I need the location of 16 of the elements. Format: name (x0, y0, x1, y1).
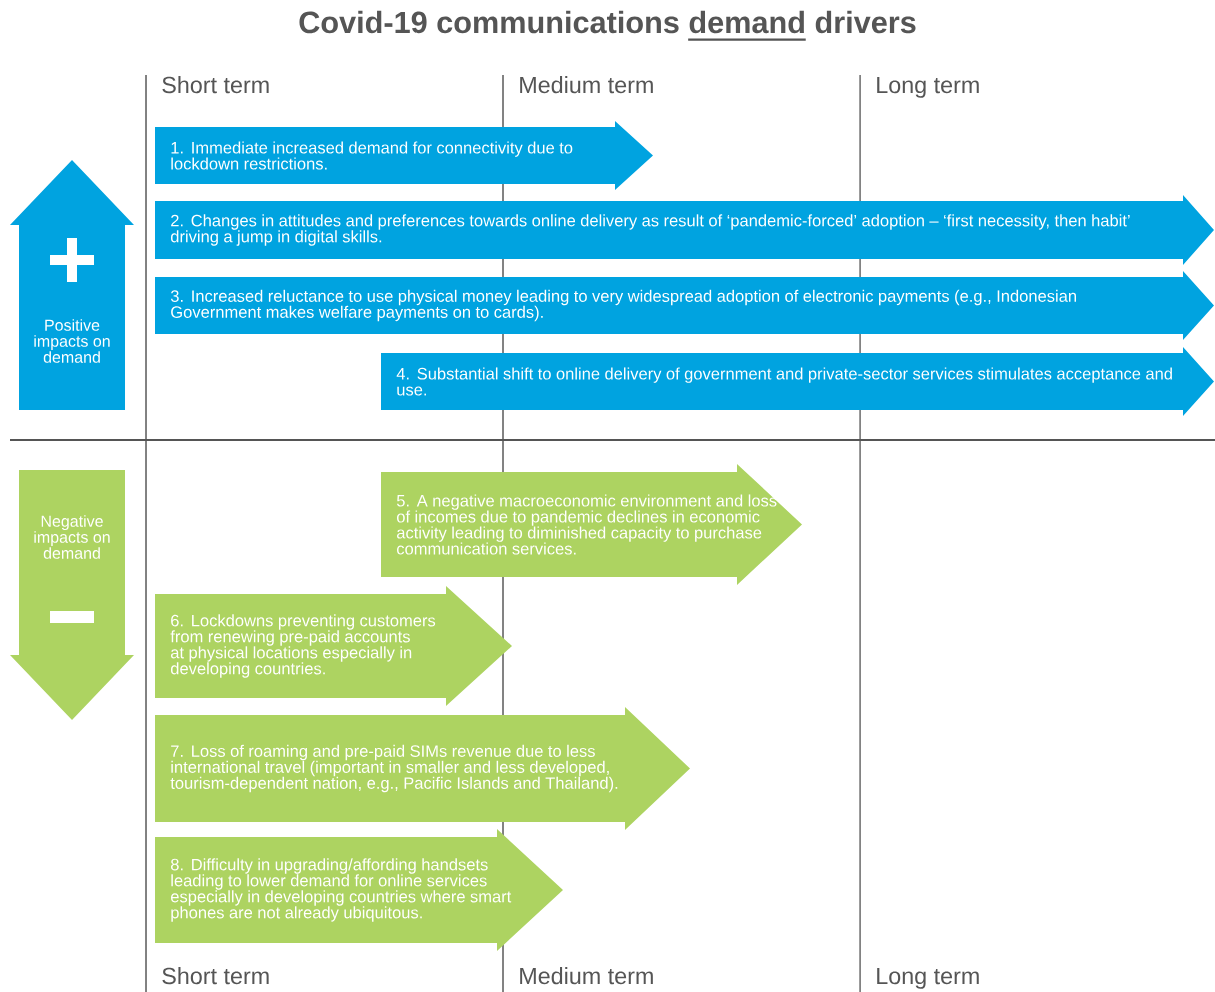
driver-banner: 6. Lockdowns preventing customers from renewing pre-paid accounts at physical locations especially in developing countries. (155, 586, 512, 706)
driver-banner: 3. Increased reluctance to use physical money leading to very widespread adoption of electronic payments (e.g., Indonesian Government makes welfare payments on to cards). (155, 271, 1214, 340)
title: Covid-19 communications demand drivers (299, 10, 916, 41)
column-heading: Long term (877, 76, 979, 98)
driver-banner: 2. Changes in attitudes and preferences towards online delivery as result of ‘pandemic-forced’ adoption – ‘first necessity, then habit’ driving a jump in digital skills. (155, 195, 1214, 265)
driver-banner: 5. A negative macroeconomic environment and loss of incomes due to pandemic declines in economic activity leading to diminished capacity to purchase communication services. (381, 464, 802, 585)
column-heading: Short term (162, 76, 269, 94)
column-heading: Medium term (520, 76, 653, 94)
driver-banner: 4. Substantial shift to online delivery of government and private-sector services stimulates acceptance and use. (381, 347, 1214, 416)
driver-banner: 8. Difficulty in upgrading/affording handsets leading to lower demand for online services especially in developing countries where smart phones are not already ubiquitous. (155, 829, 563, 951)
driver-banner: 7. Loss of roaming and pre-paid SIMs revenue due to less international travel (important in smaller and less developed, tourism-dependent nation, e.g., Pacific Islands and Thailand). (155, 707, 690, 830)
impact-banner: Positive impacts on demand (10, 160, 134, 410)
impact-banner: Negative impacts on demand (10, 470, 134, 720)
column-heading: Long term (877, 967, 979, 989)
column-heading: Medium term (520, 967, 653, 985)
driver-banner: 1. Immediate increased demand for connectivity due to lockdown restrictions. (155, 121, 653, 190)
